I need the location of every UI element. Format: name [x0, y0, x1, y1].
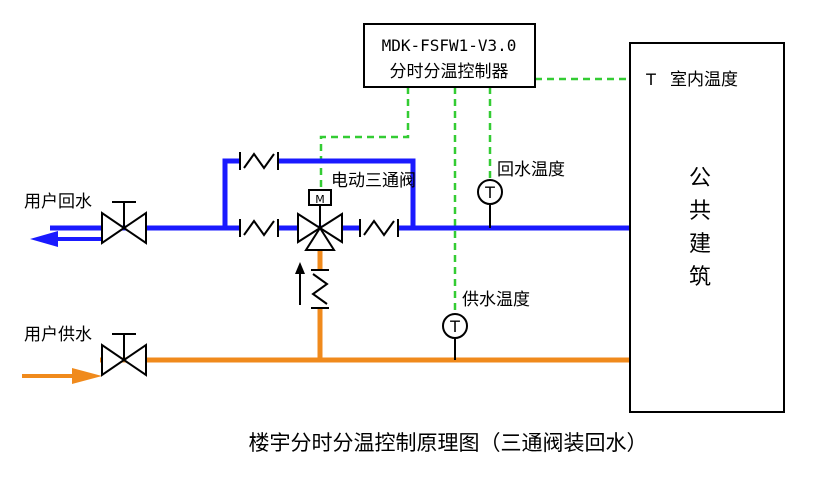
- return-sensor-label: 回水温度: [497, 160, 565, 180]
- valve-motor-symbol: M: [315, 193, 325, 206]
- valve-label: 电动三通阀: [331, 171, 416, 191]
- building-label-1: 公: [689, 166, 711, 191]
- indoor-sensor-symbol: T: [645, 70, 656, 89]
- three-way-valve: [297, 189, 343, 251]
- return-arrow: [30, 231, 102, 247]
- supply-sensor-label: 供水温度: [462, 290, 530, 310]
- building-box: [629, 42, 785, 413]
- supply-pipe-label: 用户供水: [24, 325, 92, 345]
- building-label-3: 建: [689, 232, 711, 257]
- supply-arrow: [22, 368, 102, 384]
- supply-gate-valve: [101, 333, 147, 377]
- controller-box: [363, 23, 536, 88]
- return-gate-valve: [101, 201, 147, 245]
- check-valve-right: [359, 219, 399, 237]
- controller-model: MDK-FSFW1-V3.0: [382, 36, 517, 55]
- check-valve-top: [239, 152, 279, 170]
- return-temp-sensor: [477, 179, 503, 228]
- valve-motor-box: [308, 189, 332, 206]
- supply-sensor-symbol: T: [449, 317, 460, 336]
- indoor-sensor-label: 室内温度: [670, 70, 738, 90]
- return-sensor-symbol: T: [484, 183, 495, 202]
- return-pipe-label: 用户回水: [24, 192, 92, 212]
- check-valve-vertical: [295, 262, 329, 309]
- check-valve-left: [239, 219, 279, 237]
- signal-lines: [319, 77, 641, 315]
- building-label-4: 筑: [689, 265, 711, 290]
- signal-line-valve: [319, 87, 410, 190]
- supply-temp-sensor: [442, 313, 468, 360]
- controller-name: 分时分温控制器: [390, 62, 509, 82]
- supply-pipe: [100, 248, 630, 363]
- building-label-2: 共: [689, 199, 711, 224]
- diagram-caption: 楼宇分时分温控制原理图（三通阀装回水）: [249, 431, 648, 455]
